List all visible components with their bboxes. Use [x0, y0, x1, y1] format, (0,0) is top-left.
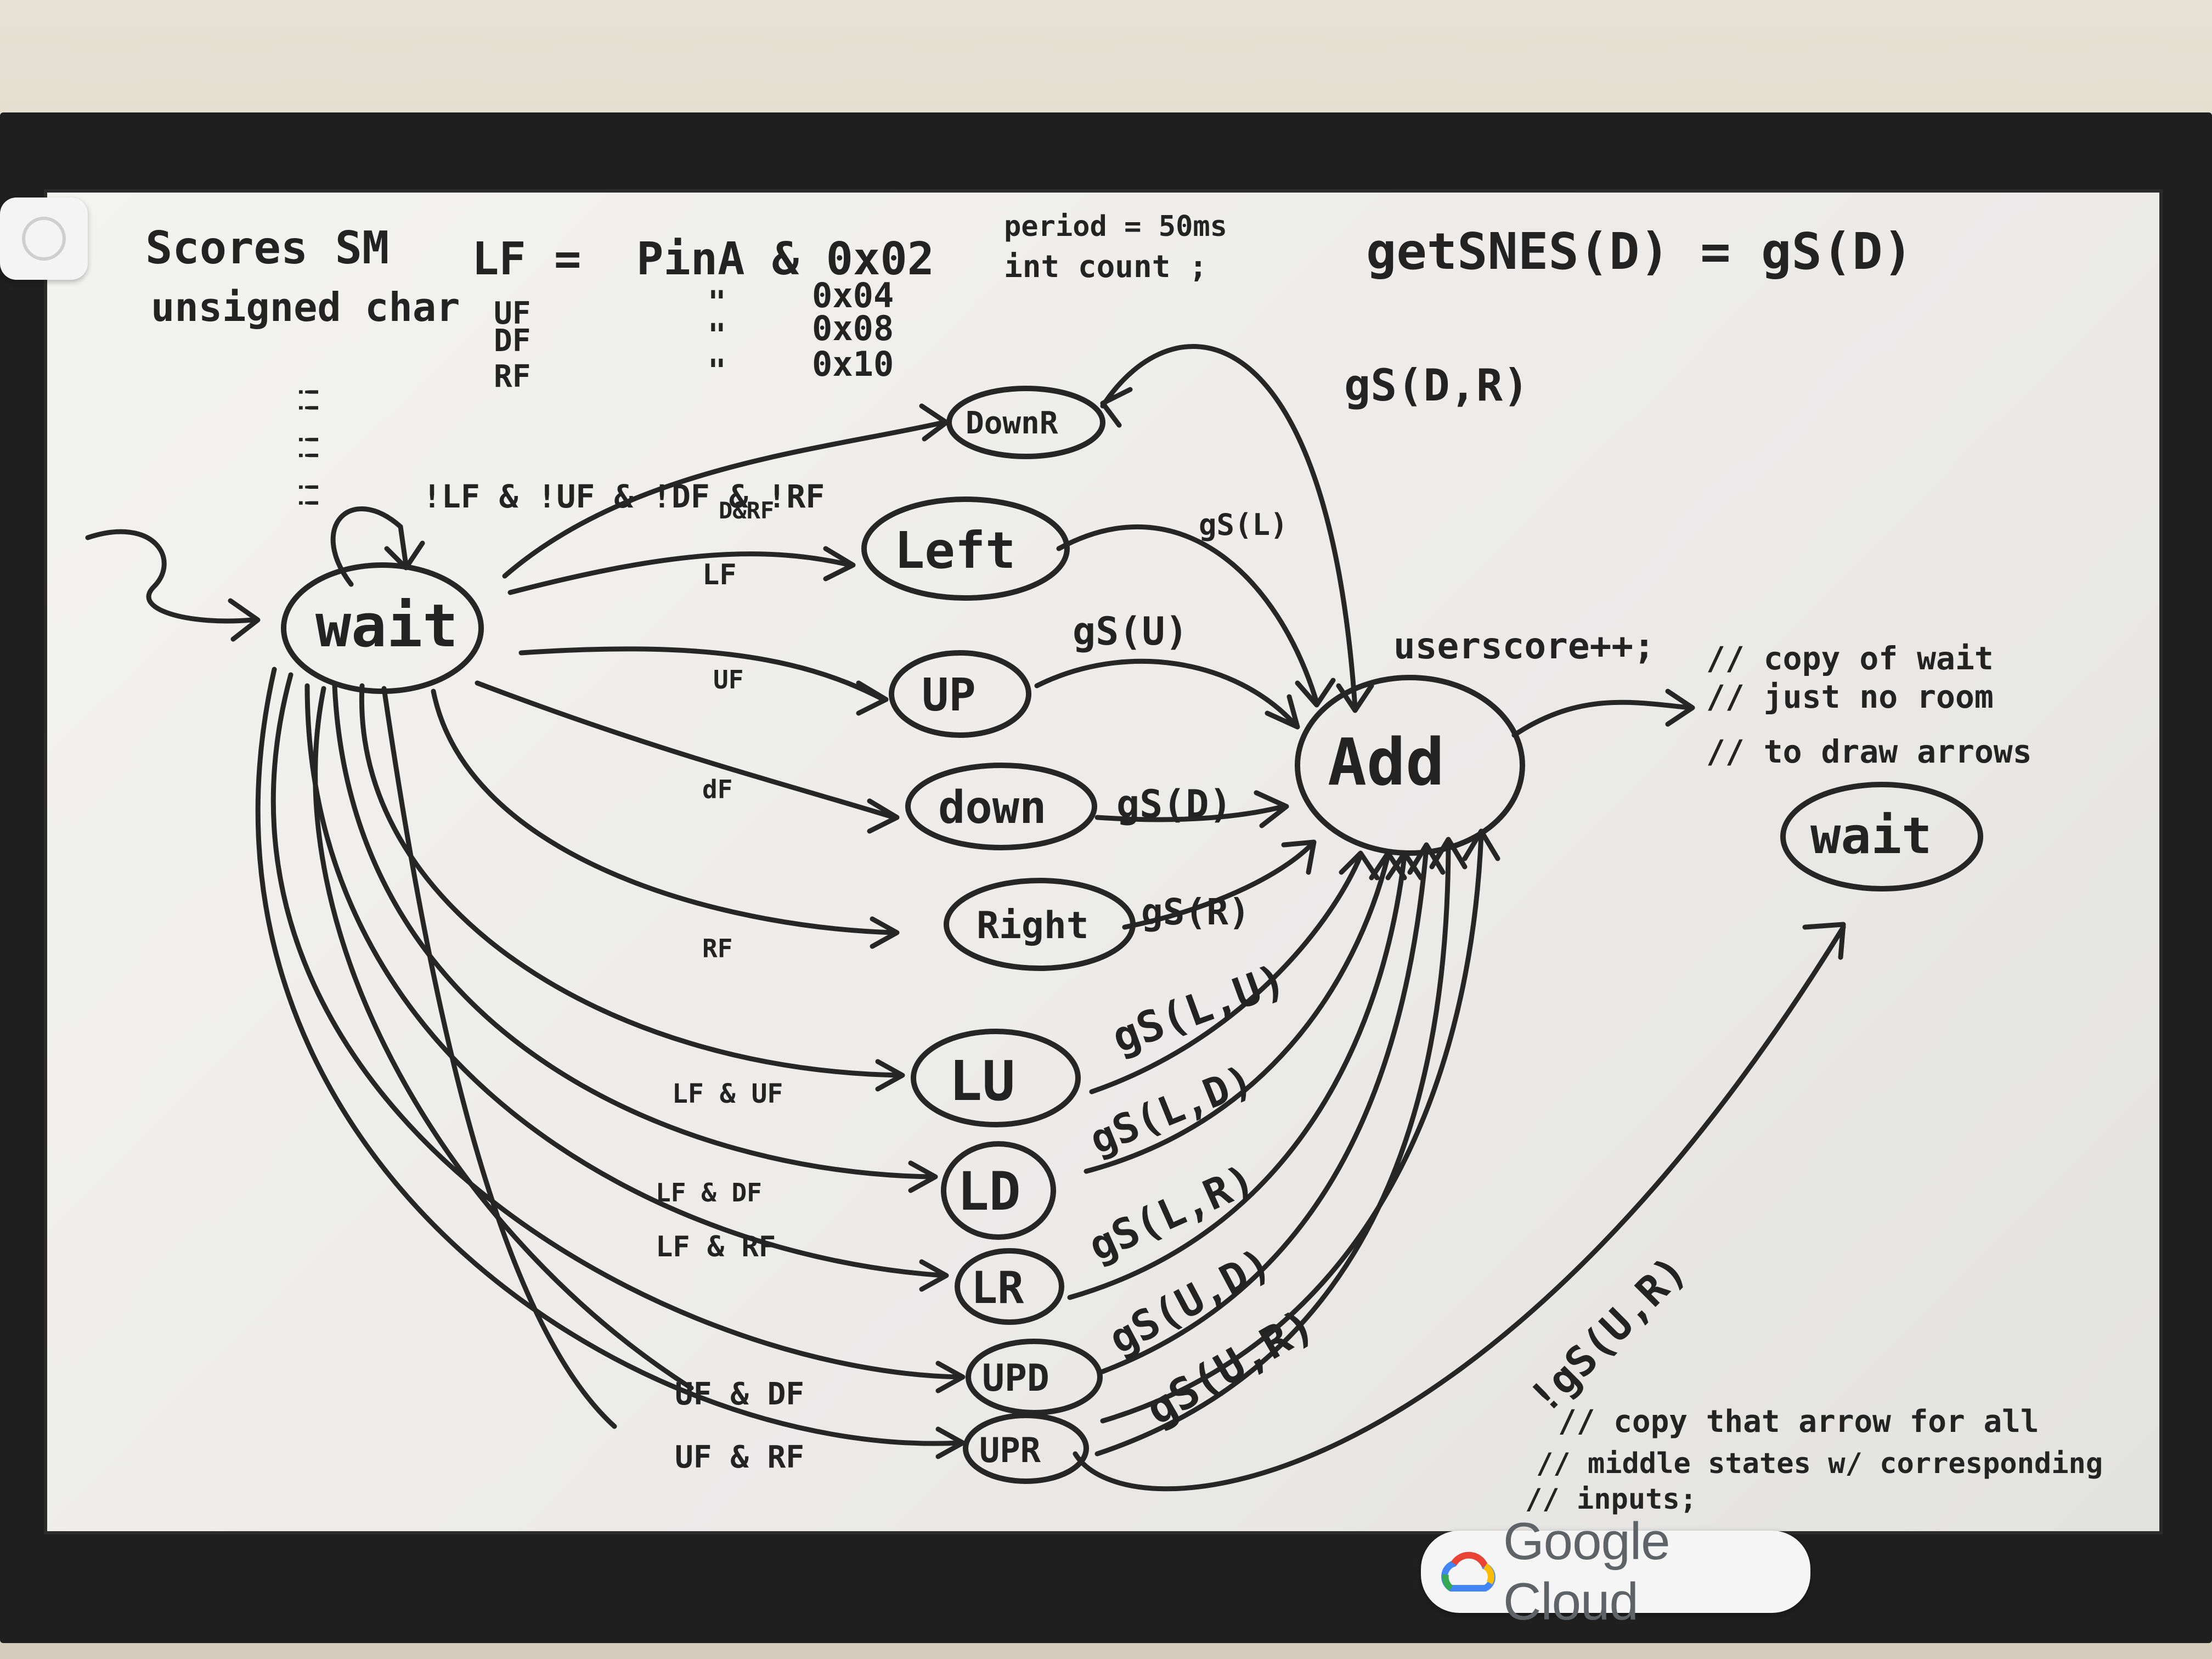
state-upd-label: UPD — [982, 1357, 1049, 1400]
label-to-left: LF — [702, 558, 737, 591]
def-uf-eq: " — [708, 285, 726, 320]
state-downR — [946, 386, 1105, 459]
label-lu-add: gS(L,U) — [1106, 955, 1293, 1063]
def-rf-expr: 0x10 — [812, 344, 894, 384]
state-wait-label: wait — [315, 592, 458, 661]
wait-self-loop: !LF & !UF & !DF & !RF — [330, 478, 825, 587]
label-to-downR: D&RF — [719, 497, 774, 524]
def-df-name: DF — [494, 323, 531, 359]
state-ld — [941, 1141, 1056, 1240]
self-loop-label: !LF & !UF & !DF & !RF — [422, 478, 825, 515]
wait-edges: D&RF LF UF dF RF LF & UF LF & DF LF & RF — [255, 403, 966, 1475]
whiteboard — [44, 189, 2163, 1534]
note-copy-line3: // to draw arrows — [1706, 733, 2032, 770]
note-arrow-line2: // middle states w/ corresponding — [1536, 1447, 2103, 1480]
label-upr-wait: !gS(U,R) — [1520, 1246, 1696, 1423]
state-add — [1295, 675, 1525, 856]
def-df-expr: 0x08 — [812, 308, 894, 348]
header-notes: Scores SM unsigned char LF = PinA & 0x02… — [145, 210, 1913, 511]
label-to-lu: LF & UF — [672, 1079, 783, 1109]
label-right-add: gS(R) — [1141, 891, 1250, 933]
label-to-right: RF — [702, 934, 732, 963]
note-arrow-line1: // copy that arrow for all — [1558, 1404, 2039, 1440]
state-wait-copy — [1780, 782, 1983, 891]
side-notes: // copy of wait // just no room // to dr… — [1525, 640, 2103, 1516]
label-downR-add: gS(D,R) — [1344, 360, 1529, 411]
state-right — [944, 878, 1136, 971]
type-decl: unsigned char — [151, 284, 460, 330]
state-downR-label: DownR — [966, 405, 1058, 441]
state-lr — [955, 1248, 1064, 1325]
state-left-label: Left — [894, 521, 1016, 580]
state-down-label: down — [938, 782, 1046, 834]
label-to-ld: LF & DF — [656, 1178, 762, 1207]
note-copy-line2: // just no room — [1706, 678, 1994, 715]
state-lu-label: LU — [949, 1049, 1015, 1113]
states: wait DownR Left UP down Right LU LD LR U… — [281, 386, 1983, 1484]
period-note: period = 50ms — [1004, 210, 1227, 243]
state-down — [905, 763, 1097, 850]
state-up — [889, 650, 1031, 738]
state-wait-copy-label: wait — [1810, 806, 1932, 865]
label-ld-add: gS(L,D) — [1084, 1056, 1260, 1164]
note-arrow-line3: // inputs; — [1525, 1483, 1697, 1516]
label-to-lr: LF & RF — [656, 1231, 776, 1263]
label-up-add: gS(U) — [1073, 609, 1188, 654]
state-lr-label: LR — [971, 1262, 1024, 1313]
state-left — [861, 496, 1070, 601]
def-lf-name: LF — [472, 233, 526, 285]
state-upd — [966, 1339, 1103, 1415]
state-add-label: Add — [1328, 724, 1444, 800]
google-cloud-badge: Google Cloud — [1421, 1512, 1810, 1631]
state-up-label: UP — [922, 669, 976, 721]
int-count-note: int count ; — [1004, 249, 1207, 285]
def-uf-expr: 0x04 — [812, 275, 894, 315]
badge-label: Google Cloud — [1503, 1512, 1671, 1631]
def-rf-eq: " — [708, 353, 726, 389]
def-rf-name: RF — [494, 359, 531, 394]
cloud-icon — [1441, 1551, 1496, 1592]
label-down-add: gS(D) — [1116, 782, 1232, 827]
def-uf-name: UF — [494, 296, 531, 331]
sm-title: Scores SM — [145, 222, 389, 274]
add-action-label: userscore++; — [1393, 625, 1655, 667]
note-copy-line1: // copy of wait — [1706, 640, 1994, 677]
getsnes-def: getSNES(D) = gS(D) — [1366, 222, 1913, 281]
state-wait — [281, 562, 484, 694]
def-lf-eq: = — [554, 233, 581, 285]
entry-arrow — [85, 529, 261, 642]
def-df-eq: " — [708, 318, 726, 353]
state-upr — [963, 1413, 1089, 1484]
state-upr-label: UPR — [979, 1430, 1041, 1470]
state-right-label: Right — [977, 904, 1089, 947]
bang-column: !! !! !! — [292, 384, 323, 511]
label-to-down: dF — [702, 775, 732, 804]
state-ld-label: LD — [957, 1161, 1021, 1222]
label-to-upr: UF & RF — [675, 1440, 804, 1475]
def-lf-expr: PinA & 0x02 — [636, 233, 934, 285]
magnet-icon — [0, 198, 88, 280]
label-to-up: UF — [713, 665, 743, 695]
label-left-add: gS(L) — [1199, 507, 1288, 542]
add-edges: gS(D,R) gS(L) gS(U) gS(D) gS(R) gS(L,U) … — [1034, 343, 1529, 1457]
state-lu — [911, 1029, 1081, 1127]
